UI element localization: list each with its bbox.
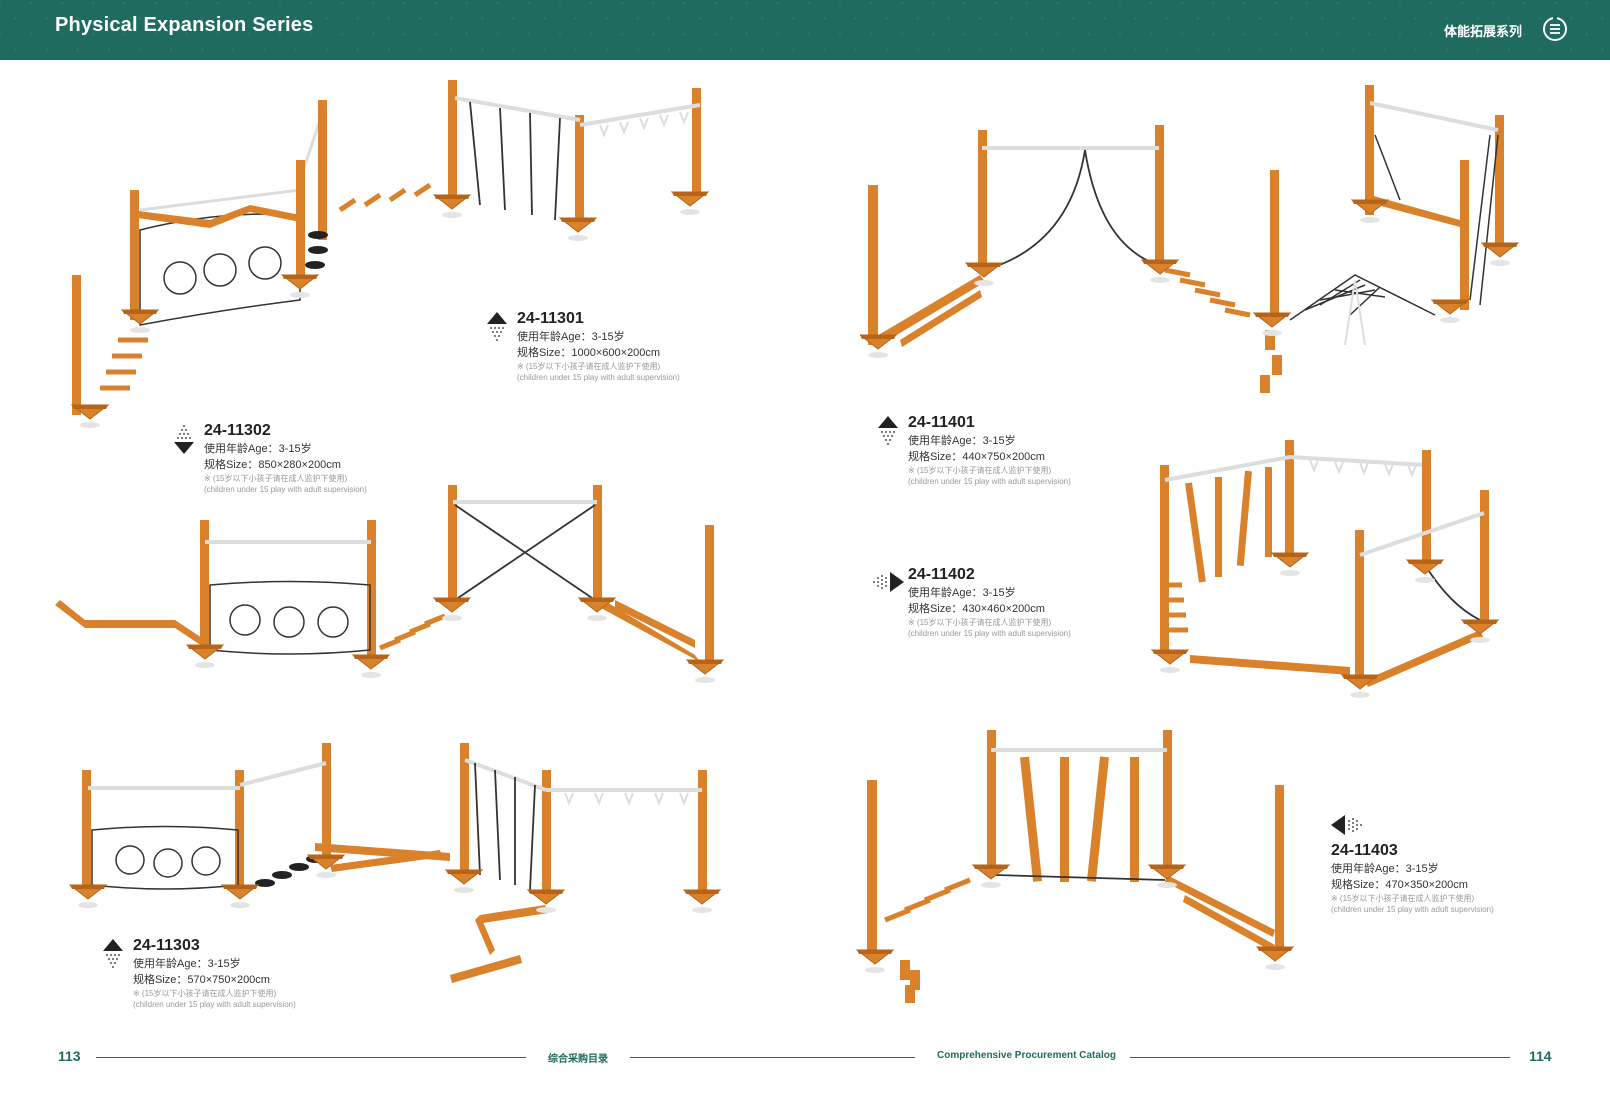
- product-info-24-11301: 24-11301 使用年龄Age：3-15岁 规格Size：1000×600×2…: [517, 309, 680, 383]
- product-note-cn: ※ (15岁以下小孩子请在成人监护下使用): [133, 989, 277, 998]
- product-age: 使用年龄Age：3-15岁: [908, 435, 1016, 447]
- product-note-en: (children under 15 play with adult super…: [908, 477, 1071, 486]
- product-note-cn: ※ (15岁以下小孩子请在成人监护下使用): [204, 474, 348, 483]
- arrow-up-icon: [487, 312, 507, 347]
- page-number-right: 114: [1529, 1048, 1552, 1064]
- arrow-up-icon: [103, 939, 123, 974]
- product-image-24-11403: [856, 730, 1294, 1003]
- product-image-24-11303: [69, 743, 721, 983]
- product-code: 24-11401: [908, 414, 975, 431]
- series-title-cn: 体能拓展系列: [1443, 24, 1522, 39]
- product-note-en: (children under 15 play with adult super…: [133, 1000, 296, 1009]
- footer-divider: [1130, 1057, 1510, 1058]
- product-info-24-11303: 24-11303 使用年龄Age：3-15岁 规格Size：570×750×20…: [133, 936, 296, 1010]
- header-pattern: [0, 0, 1610, 60]
- product-note-en: (children under 15 play with adult super…: [204, 485, 367, 494]
- arrow-right-icon: [872, 572, 904, 597]
- series-title: Physical Expansion Series: [55, 14, 314, 36]
- product-note-cn: ※ (15岁以下小孩子请在成人监护下使用): [908, 466, 1052, 475]
- product-note-cn: ※ (15岁以下小孩子请在成人监护下使用): [1331, 894, 1475, 903]
- product-size: 规格Size：470×350×200cm: [1331, 879, 1468, 891]
- product-image-24-11402: [1151, 440, 1499, 699]
- arrow-left-icon: [1331, 815, 1363, 840]
- product-image-24-11302: [55, 485, 724, 684]
- product-info-24-11403: 24-11403 使用年龄Age：3-15岁 规格Size：470×350×20…: [1331, 841, 1494, 915]
- product-size: 规格Size：430×460×200cm: [908, 603, 1045, 615]
- product-age: 使用年龄Age：3-15岁: [204, 443, 312, 455]
- product-code: 24-11303: [133, 937, 200, 954]
- product-code: 24-11301: [517, 310, 584, 327]
- page-footer: 113 综合采购目录 Comprehensive Procurement Cat…: [0, 1040, 1610, 1070]
- product-info-24-11302: 24-11302 使用年龄Age：3-15岁 规格Size：850×280×20…: [204, 421, 367, 495]
- product-image-24-11401: [860, 85, 1519, 393]
- product-size: 规格Size：570×750×200cm: [133, 974, 270, 986]
- product-code: 24-11402: [908, 566, 975, 583]
- page-header: Physical Expansion Series 体能拓展系列: [0, 0, 1610, 60]
- arrow-up-icon: [878, 416, 898, 451]
- footer-divider: [96, 1057, 526, 1058]
- product-age: 使用年龄Age：3-15岁: [517, 331, 625, 343]
- product-size: 规格Size：850×280×200cm: [204, 459, 341, 471]
- product-age: 使用年龄Age：3-15岁: [908, 587, 1016, 599]
- product-info-24-11401: 24-11401 使用年龄Age：3-15岁 规格Size：440×750×20…: [908, 413, 1071, 487]
- list-circle-icon: [1543, 16, 1567, 41]
- product-code: 24-11403: [1331, 842, 1398, 859]
- product-note-en: (children under 15 play with adult super…: [908, 629, 1071, 638]
- product-note-en: (children under 15 play with adult super…: [517, 373, 680, 382]
- product-age: 使用年龄Age：3-15岁: [133, 958, 241, 970]
- product-age: 使用年龄Age：3-15岁: [1331, 863, 1439, 875]
- product-note-en: (children under 15 play with adult super…: [1331, 905, 1494, 914]
- footer-label-cn: 综合采购目录: [548, 1054, 608, 1065]
- footer-divider: [630, 1057, 915, 1058]
- footer-label-en: Comprehensive Procurement Catalog: [937, 1050, 1116, 1061]
- product-image-24-11301: [71, 80, 709, 429]
- product-info-24-11402: 24-11402 使用年龄Age：3-15岁 规格Size：430×460×20…: [908, 565, 1071, 639]
- product-size: 规格Size：1000×600×200cm: [517, 347, 661, 359]
- product-note-cn: ※ (15岁以下小孩子请在成人监护下使用): [517, 362, 661, 371]
- product-code: 24-11302: [204, 422, 271, 439]
- product-note-cn: ※ (15岁以下小孩子请在成人监护下使用): [908, 618, 1052, 627]
- product-size: 规格Size：440×750×200cm: [908, 451, 1045, 463]
- page-number-left: 113: [58, 1048, 81, 1064]
- arrow-down-icon: [174, 424, 194, 459]
